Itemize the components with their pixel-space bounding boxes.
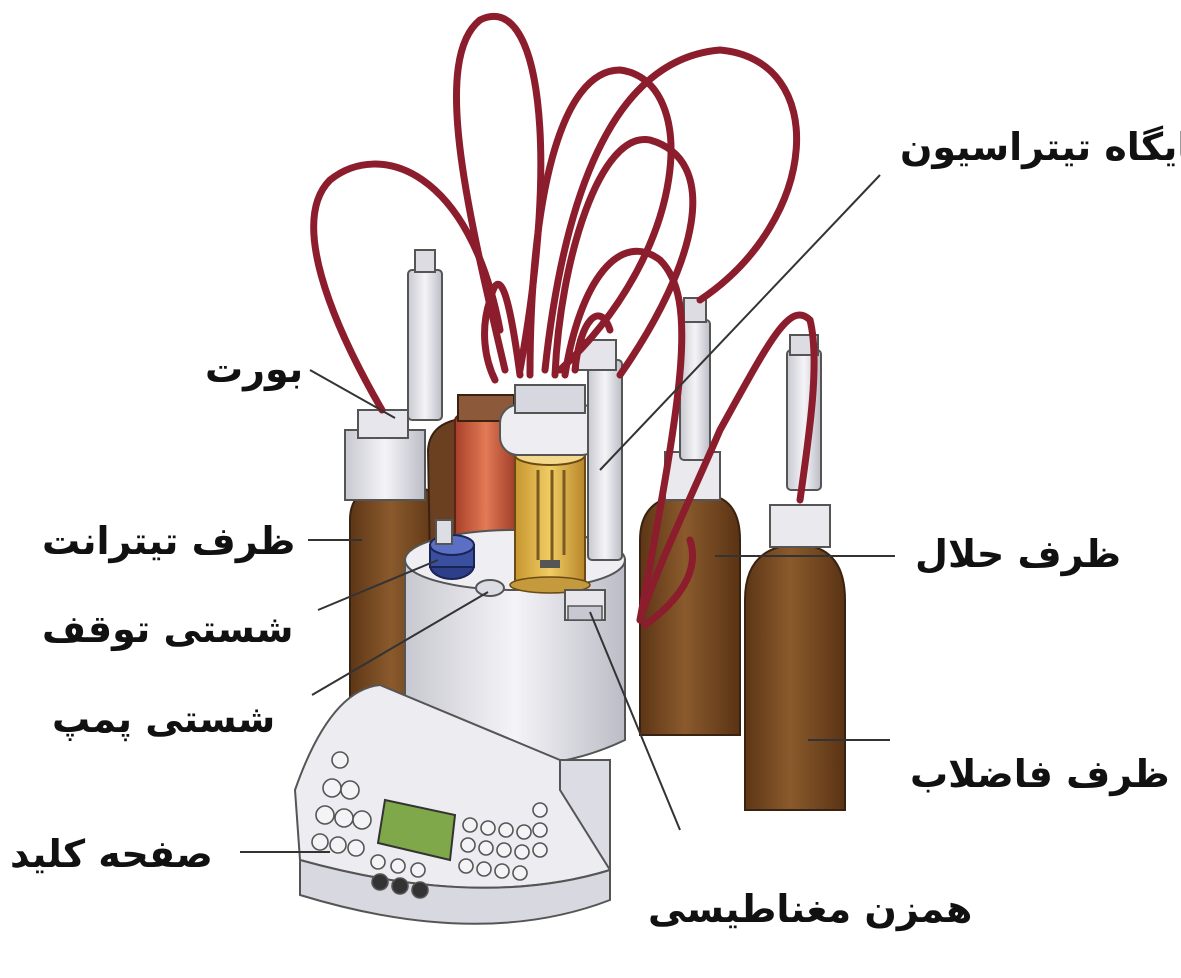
label-waste-bottle: ظرف فاضلاب (910, 755, 1170, 793)
label-titrant-bottle: ظرف تیترانت (42, 522, 295, 560)
label-stop-wash: شستی توقف (42, 610, 293, 648)
waste-bottle (745, 335, 845, 810)
titration-cell (500, 385, 600, 593)
label-magnetic-stirrer: همزن مغناطیسی (648, 890, 972, 928)
label-keypad: صفحه کلید (10, 835, 213, 873)
label-solvent-bottle: ظرف حلال (915, 535, 1121, 573)
label-pump-wash: شستی پمپ (52, 700, 275, 738)
solvent-bottle (640, 298, 740, 735)
leader-titration-cell (600, 175, 880, 470)
stirrer-clip (565, 590, 605, 620)
label-burette: بورت (205, 350, 303, 388)
leader-burette (310, 370, 395, 418)
label-titration-cell: جایگاه تیتراسیون (900, 128, 1181, 166)
